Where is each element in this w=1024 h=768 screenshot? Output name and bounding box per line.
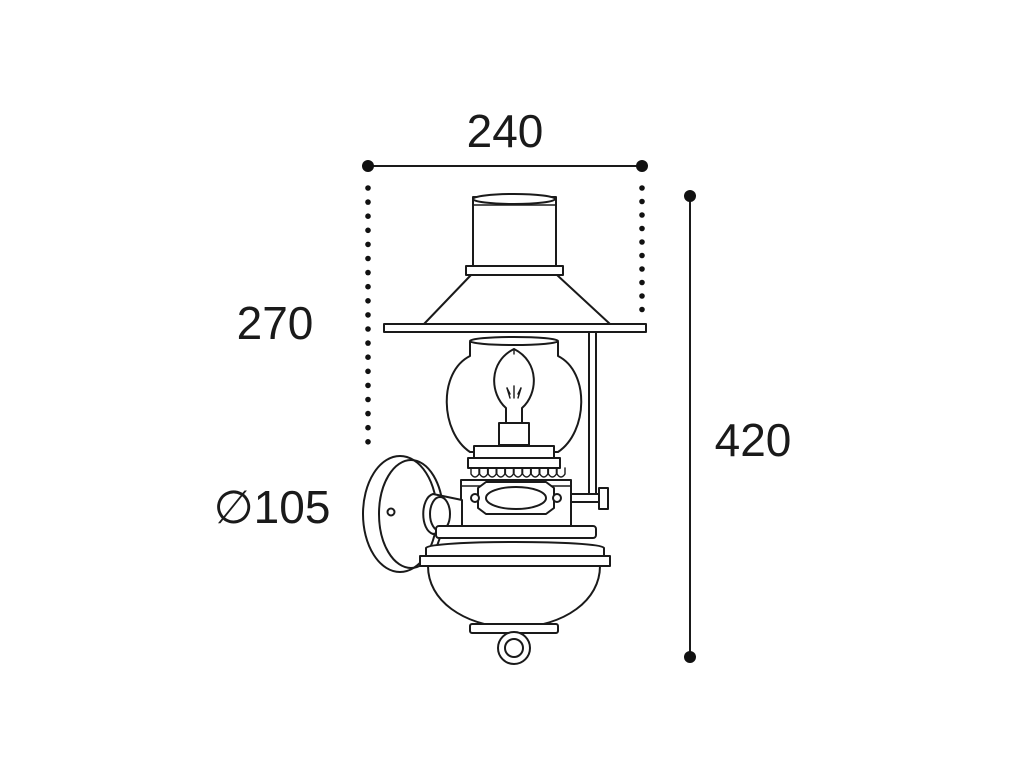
dotted-extension-dot	[365, 340, 371, 346]
dotted-extension-dot	[639, 306, 645, 313]
gallery-tooth	[521, 467, 532, 478]
gallery-tooth	[539, 467, 549, 478]
burner-gallery	[467, 445, 566, 478]
gallery-tooth	[530, 467, 540, 478]
dotted-extension-dot	[639, 293, 645, 299]
dotted-extension-dot	[639, 185, 645, 191]
gallery-tooth	[504, 467, 515, 478]
dotted-extension-dot	[639, 279, 645, 286]
shade-height-label: 270	[237, 297, 314, 349]
dotted-extension-dot	[365, 354, 371, 361]
dotted-extension-dot	[365, 283, 371, 290]
width-dimension: 240	[362, 105, 648, 172]
dotted-extension-dot	[365, 199, 371, 205]
burner-body	[460, 479, 609, 527]
width-dimension-endpoint-right	[636, 160, 648, 172]
gallery-tooth	[547, 467, 558, 478]
height-dimension-label: 420	[715, 414, 792, 466]
dotted-extension-dot	[639, 266, 645, 272]
dotted-extension-dot	[639, 252, 645, 259]
height-dimension-endpoint-bottom	[684, 651, 696, 663]
hanging-ring	[497, 631, 531, 665]
wall-mount-plate	[362, 455, 444, 573]
height-dimension: 420	[684, 190, 791, 663]
gallery-tooth	[496, 467, 506, 478]
dotted-extension-dot	[365, 255, 371, 262]
dotted-extension-dot	[365, 213, 371, 219]
dotted-extension-dot	[365, 368, 371, 375]
shade-support-rod	[588, 331, 597, 501]
gallery-tooth	[556, 467, 566, 478]
dotted-extension-dot	[365, 396, 371, 403]
dotted-extension-dot	[365, 326, 371, 332]
dotted-extension-left	[365, 185, 371, 445]
gallery-tooth	[478, 467, 489, 478]
lamp-illustration	[362, 193, 647, 665]
dotted-extension-dot	[365, 424, 371, 431]
dotted-extension-dot	[365, 185, 371, 191]
lamp-shade	[383, 274, 647, 333]
gallery-tooth	[513, 467, 523, 478]
height-dimension-endpoint-top	[684, 190, 696, 202]
width-dimension-endpoint-left	[362, 160, 374, 172]
fuel-tank	[419, 525, 611, 634]
dotted-extension-dot	[639, 239, 645, 245]
width-dimension-label: 240	[467, 105, 544, 157]
dotted-extension-dot	[639, 198, 645, 205]
dotted-extension-dot	[365, 298, 371, 304]
chimney-collar	[465, 265, 564, 276]
chimney	[472, 193, 557, 270]
dotted-extension-dot	[365, 312, 371, 318]
dotted-extension-dot	[365, 410, 371, 417]
dotted-extension-dot	[365, 269, 371, 276]
diameter-label: ∅105	[214, 481, 331, 533]
dotted-extension-dot	[365, 241, 371, 248]
dotted-extension-dot	[365, 227, 371, 234]
dotted-extension-dot	[365, 382, 371, 389]
gallery-tooth	[487, 467, 497, 478]
gallery-tooth	[470, 467, 480, 478]
dotted-extension-dot	[639, 212, 645, 218]
light-bulb	[493, 348, 535, 446]
dotted-extension-right	[639, 185, 645, 313]
dotted-extension-dot	[365, 439, 371, 445]
dotted-extension-dot	[639, 225, 645, 232]
